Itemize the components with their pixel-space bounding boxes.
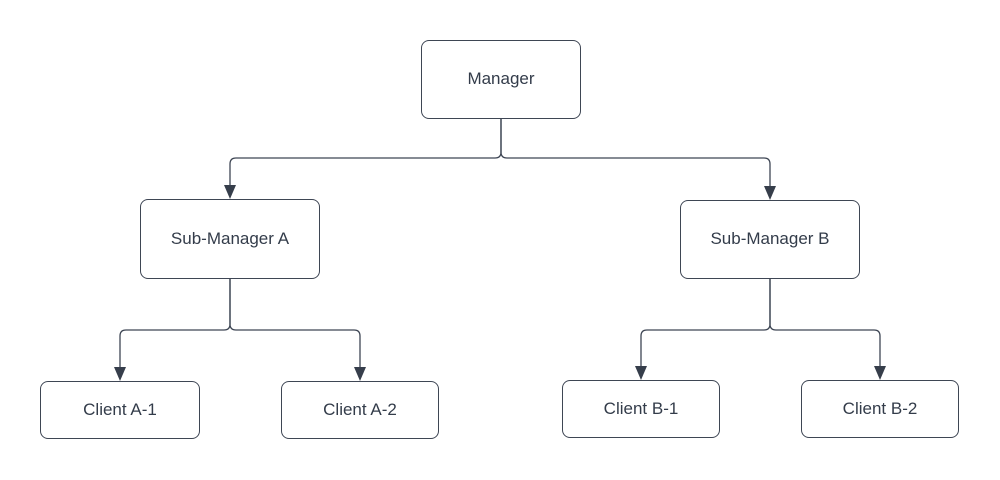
connector-sub-a-to-client-a1 bbox=[119, 279, 231, 368]
arrowhead-icon bbox=[224, 185, 236, 199]
arrowhead-icon bbox=[354, 367, 366, 381]
node-client-a2[interactable]: Client A-2 bbox=[281, 381, 439, 439]
connector-sub-a-to-client-a2 bbox=[229, 279, 361, 368]
connector-manager-to-sub-a bbox=[229, 119, 502, 186]
node-sub-manager-b[interactable]: Sub-Manager B bbox=[680, 200, 860, 279]
node-client-a1[interactable]: Client A-1 bbox=[40, 381, 200, 439]
node-sub-manager-a-label: Sub-Manager A bbox=[170, 228, 290, 248]
node-sub-manager-a[interactable]: Sub-Manager A bbox=[140, 199, 320, 279]
connector-sub-b-to-client-b1 bbox=[640, 279, 771, 367]
arrowhead-icon bbox=[635, 366, 647, 380]
node-sub-manager-b-label: Sub-Manager B bbox=[710, 229, 830, 249]
node-client-a1-label: Client A-1 bbox=[83, 399, 157, 419]
arrowhead-icon bbox=[764, 186, 776, 200]
node-client-a2-label: Client A-2 bbox=[323, 399, 397, 419]
node-manager-label: Manager bbox=[467, 69, 535, 89]
node-client-b2-label: Client B-2 bbox=[842, 398, 918, 418]
node-client-b1-label: Client B-1 bbox=[603, 398, 679, 418]
node-manager[interactable]: Manager bbox=[421, 40, 581, 119]
node-client-b1[interactable]: Client B-1 bbox=[562, 380, 720, 438]
connector-manager-to-sub-b bbox=[500, 119, 771, 187]
connector-sub-b-to-client-b2 bbox=[769, 279, 881, 367]
node-client-b2[interactable]: Client B-2 bbox=[801, 380, 959, 438]
arrowhead-icon bbox=[874, 366, 886, 380]
arrowhead-icon bbox=[114, 367, 126, 381]
